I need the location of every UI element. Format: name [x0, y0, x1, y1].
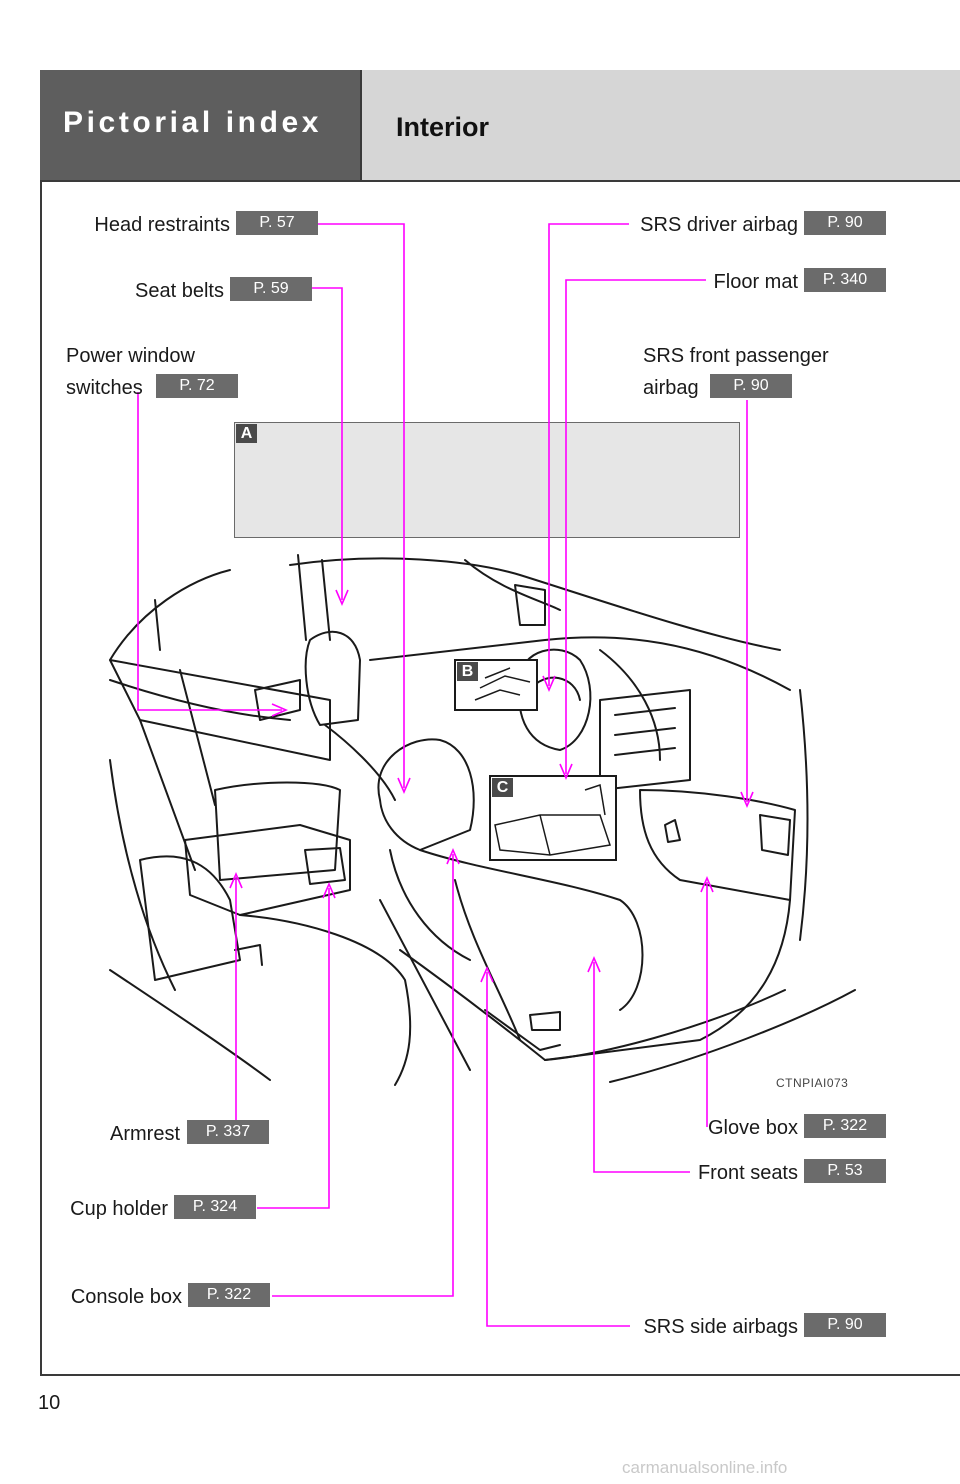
- srs-front-passenger-page-ref[interactable]: P. 90: [710, 374, 792, 398]
- header-divider: [40, 180, 960, 182]
- console-box-label: Console box: [70, 1286, 182, 1308]
- section-title: Pictorial index: [63, 106, 323, 139]
- glove-box-label: Glove box: [707, 1117, 798, 1139]
- seat-belts-label: Seat belts: [135, 280, 224, 302]
- leader-lines: [137, 223, 748, 1327]
- srs-driver-airbag-page-ref[interactable]: P. 90: [804, 211, 886, 235]
- inset-badge-a: A: [236, 424, 257, 443]
- armrest-page-ref[interactable]: P. 337: [187, 1120, 269, 1144]
- front-seats-label: Front seats: [697, 1162, 798, 1184]
- power-window-label-line1: Power window: [66, 345, 195, 367]
- front-seats-page-ref[interactable]: P. 53: [804, 1159, 886, 1183]
- watermark: carmanualsonline.info: [622, 1458, 788, 1477]
- floor-mat-label: Floor mat: [713, 271, 798, 293]
- console-box-page-ref[interactable]: P. 322: [188, 1283, 270, 1307]
- floor-mat-page-ref[interactable]: P. 340: [804, 268, 886, 292]
- inset-badge-c: C: [492, 778, 513, 797]
- head-restraints-label: Head restraints: [94, 214, 230, 236]
- page-number: 10: [38, 1392, 61, 1414]
- power-window-label-line2: switches: [66, 377, 143, 399]
- section-header: [40, 70, 362, 182]
- leader-arrowheads: [229, 589, 754, 983]
- inset-badge-b: B: [457, 662, 478, 681]
- glove-box-page-ref[interactable]: P. 322: [804, 1114, 886, 1138]
- car-interior-drawing: [109, 554, 856, 1086]
- srs-side-airbags-page-ref[interactable]: P. 90: [804, 1313, 886, 1337]
- srs-front-passenger-label-line1: SRS front passenger: [643, 345, 829, 367]
- inset-panel-a: [234, 422, 740, 538]
- head-restraints-page-ref[interactable]: P. 57: [236, 211, 318, 235]
- srs-front-passenger-label-line2: airbag: [643, 377, 699, 399]
- power-window-page-ref[interactable]: P. 72: [156, 374, 238, 398]
- srs-side-airbags-label: SRS side airbags: [643, 1316, 798, 1338]
- figure-code: CTNPIAI073: [776, 1076, 849, 1090]
- cup-holder-page-ref[interactable]: P. 324: [174, 1195, 256, 1219]
- srs-driver-airbag-label: SRS driver airbag: [640, 214, 798, 236]
- cup-holder-label: Cup holder: [70, 1198, 168, 1220]
- armrest-label: Armrest: [110, 1123, 180, 1145]
- subsection-header: [362, 70, 960, 182]
- subsection-title: Interior: [396, 112, 490, 142]
- seat-belts-page-ref[interactable]: P. 59: [230, 277, 312, 301]
